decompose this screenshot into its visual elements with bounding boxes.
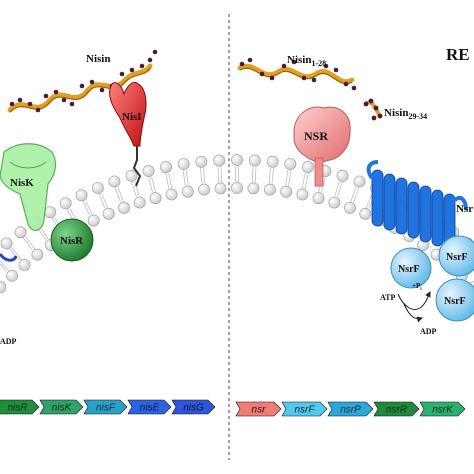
nisr-label: NisR [60, 235, 84, 247]
nsrf-label-2: NsrF [446, 252, 468, 263]
nsr-protein [293, 106, 351, 187]
gene-label-nsr: nsr [252, 405, 267, 416]
gene-cluster-nsr: nsr nsrF nsrP nsrR nsrK [235, 401, 466, 417]
gene-arrow-nisR: nisR [0, 399, 40, 415]
adp-label-right: ADP [420, 327, 437, 336]
nisin-1-28-label: Nisin1-28 [287, 54, 326, 68]
nsrf-protein-1 [390, 247, 432, 289]
nsrf-protein-2 [438, 235, 474, 277]
gene-arrow-nisK: nisK [39, 399, 84, 415]
nsr-partial-label: Nsr [456, 203, 473, 215]
nisr-protein [50, 218, 94, 262]
nsrp-transporter [366, 160, 468, 251]
nsrf-protein-3 [435, 278, 474, 322]
gene-arrow-nsrR: nsrR [373, 401, 420, 417]
nisin-29-34-label: Nisin29-34 [384, 107, 427, 121]
nisin-label: Nisin [86, 53, 110, 65]
gene-label-nsrR: nsrR [386, 405, 407, 416]
gene-label-nisE: nisE [140, 403, 160, 414]
nisin-29-34-fragment [363, 98, 383, 121]
adp-label-left: ADP [0, 337, 17, 346]
gene-arrow-nsrF: nsrF [281, 401, 328, 417]
gene-cluster-nis: nisR nisK nisF nisE nisG [0, 399, 216, 415]
gene-label-nisR: nisR [7, 403, 27, 414]
gene-label-nisF: nisF [96, 403, 116, 414]
nisk-label: NisK [10, 177, 34, 189]
gene-arrow-nisG: nisG [171, 399, 216, 415]
nsrf-label-1: NsrF [398, 264, 420, 275]
atp-label: ATP [380, 293, 396, 302]
gene-label-nsrP: nsrP [340, 405, 361, 416]
gene-arrow-nsr: nsr [235, 401, 282, 417]
nisk-protein [0, 143, 57, 262]
gene-arrow-nsrK: nsrK [419, 401, 466, 417]
nisin-1-28-peptide [237, 57, 357, 91]
gene-label-nisK: nisK [52, 403, 73, 414]
gene-label-nisG: nisG [183, 403, 204, 414]
gene-arrow-nsrP: nsrP [327, 401, 374, 417]
atp-hydrolysis-arrow [397, 291, 431, 310]
nisi-label: NisI [122, 111, 142, 123]
gene-arrow-nisE: nisE [127, 399, 172, 415]
gene-arrow-nisF: nisF [83, 399, 128, 415]
nisi-protein [109, 81, 147, 187]
pi-label: +Pi [412, 282, 422, 292]
gene-label-nsrK: nsrK [432, 405, 454, 416]
nsr-label: NSR [304, 129, 328, 143]
gene-label-nsrF: nsrF [295, 405, 316, 416]
section-title-partial: RE [446, 45, 470, 64]
nsrf-label-3: NsrF [444, 296, 466, 307]
nisin-peptide [7, 49, 158, 113]
